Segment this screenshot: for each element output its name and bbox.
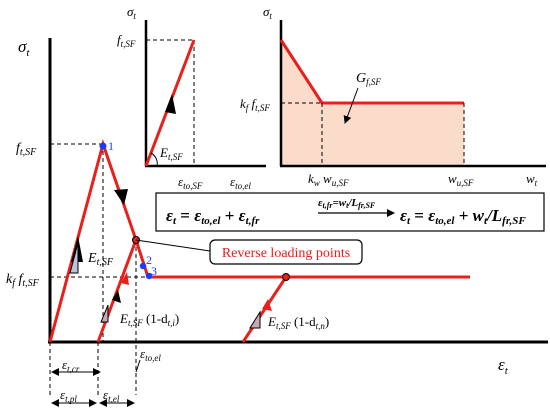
equation-arrow-label: εt,fr=wt/Lfr,SF	[318, 197, 376, 210]
inset-2-G-label: Gf,SF	[356, 71, 381, 87]
equation-left: εt = εto,el + εt,fr	[166, 206, 260, 227]
unload-2-label: Et,SF (1-dt,n)	[267, 314, 329, 331]
arrow-unload-1a	[112, 290, 121, 303]
slope-triangle-E	[69, 242, 79, 274]
eps-cr-label: εt,cr	[62, 357, 80, 374]
inset-1-x2-label: εto,el	[230, 174, 251, 191]
callout-leader	[135, 239, 211, 252]
inset-2-wt-label: wt	[526, 171, 538, 188]
point-1	[99, 142, 107, 150]
equation-right: εt = εto,el + wt/Lfr,SF	[400, 206, 526, 227]
main-fsf-label: ft,SF	[16, 141, 37, 158]
point-reverse-2	[282, 273, 290, 281]
inset-1-angle	[150, 152, 158, 167]
equation-box	[155, 192, 545, 232]
equation: εt = εto,el + εt,fr εt,fr=wt/Lfr,SF εt =…	[166, 197, 526, 227]
callout-text: Reverse loading points	[222, 246, 350, 261]
dim-eps-toel-leader	[135, 359, 141, 373]
callout-box	[209, 239, 363, 265]
inset-1-f-label: ft,SF	[117, 32, 136, 49]
inset-2-kw-label: kw wu,SF	[308, 171, 349, 188]
eps-el-label: εt,el	[103, 387, 120, 404]
inset-1-arrow	[165, 94, 176, 114]
inset-2-wu-label: wu,SF	[448, 171, 474, 188]
point-2-label: 2	[146, 253, 152, 267]
inset-1-x1-label: εto,SF	[178, 174, 203, 191]
unload-1-label: Et,SF (1-dt,i)	[119, 311, 179, 328]
point-1-label: 1	[108, 139, 114, 153]
arrow-unload-2	[262, 299, 272, 311]
inset-1-E-label: Et,SF	[159, 145, 183, 162]
slope-triangle-unload-2	[249, 310, 261, 329]
inset-2-y-label: σt	[263, 4, 272, 21]
inset-1-frame	[142, 6, 268, 174]
inset-2-kf-label: kf ft,SF	[240, 96, 270, 113]
arrow-unload-1b	[121, 272, 129, 285]
unload-line-1	[96, 239, 138, 343]
main-kf-label: kf ft,SF	[6, 272, 40, 289]
inset-2-G-leader	[343, 87, 359, 124]
point-3	[145, 272, 153, 280]
inset-1-y-label: σt	[127, 4, 136, 21]
main-x-axis-label: εt	[498, 355, 509, 377]
slope-triangle-unload-1	[100, 304, 109, 323]
arrow-softening	[114, 189, 128, 205]
eps-pl-label: εt,pl	[60, 387, 77, 404]
point-3-label: 3	[151, 264, 157, 278]
eps-toel-label: εto,el	[140, 346, 161, 363]
main-E-label: Et,SF	[87, 251, 114, 268]
point-2	[139, 262, 147, 270]
main-y-axis-label: σt	[18, 37, 30, 59]
